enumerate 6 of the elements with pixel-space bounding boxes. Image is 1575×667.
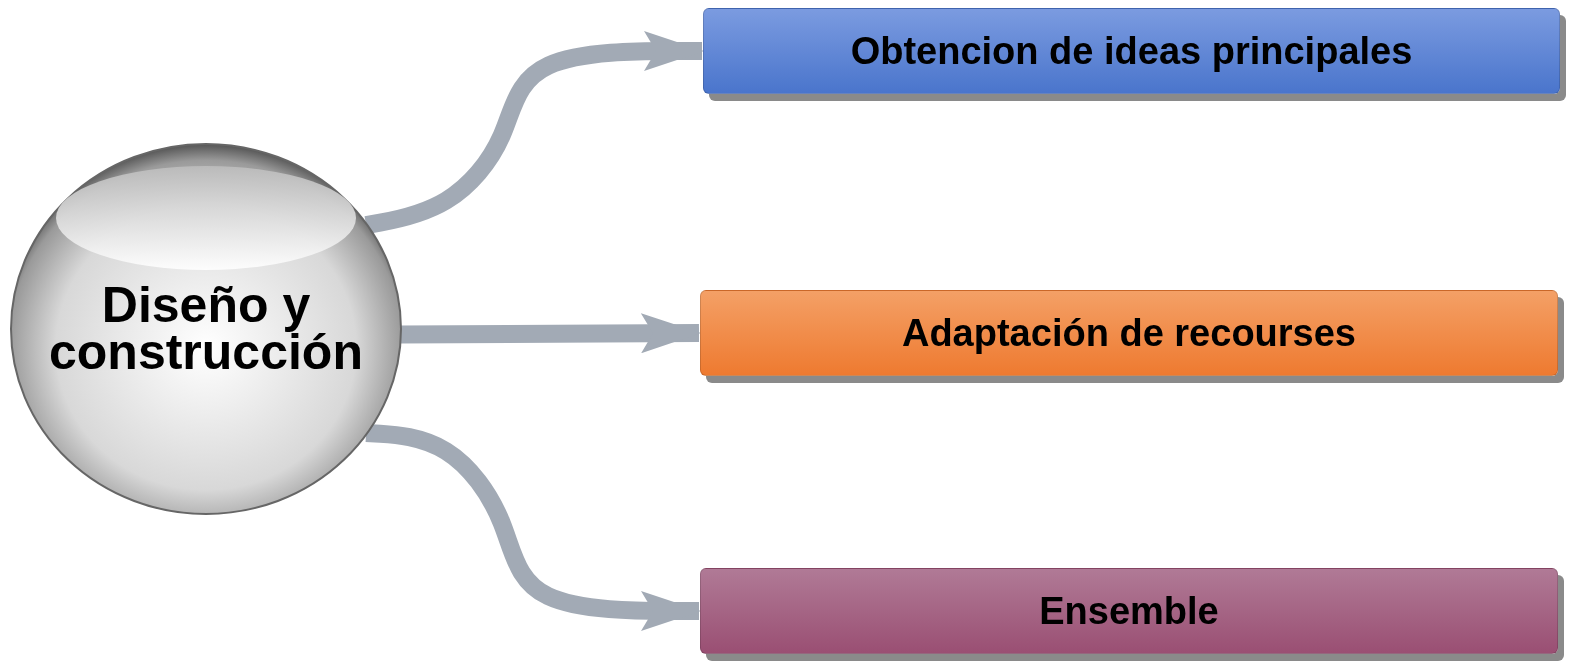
arrow xyxy=(364,31,704,234)
arrow xyxy=(365,423,701,631)
node-label: Ensemble xyxy=(1039,589,1219,633)
node-label: Adaptación de recourses xyxy=(901,311,1356,355)
node-label: Diseño y construcción xyxy=(48,281,364,377)
node-label: Obtencion de ideas principales xyxy=(850,29,1413,73)
